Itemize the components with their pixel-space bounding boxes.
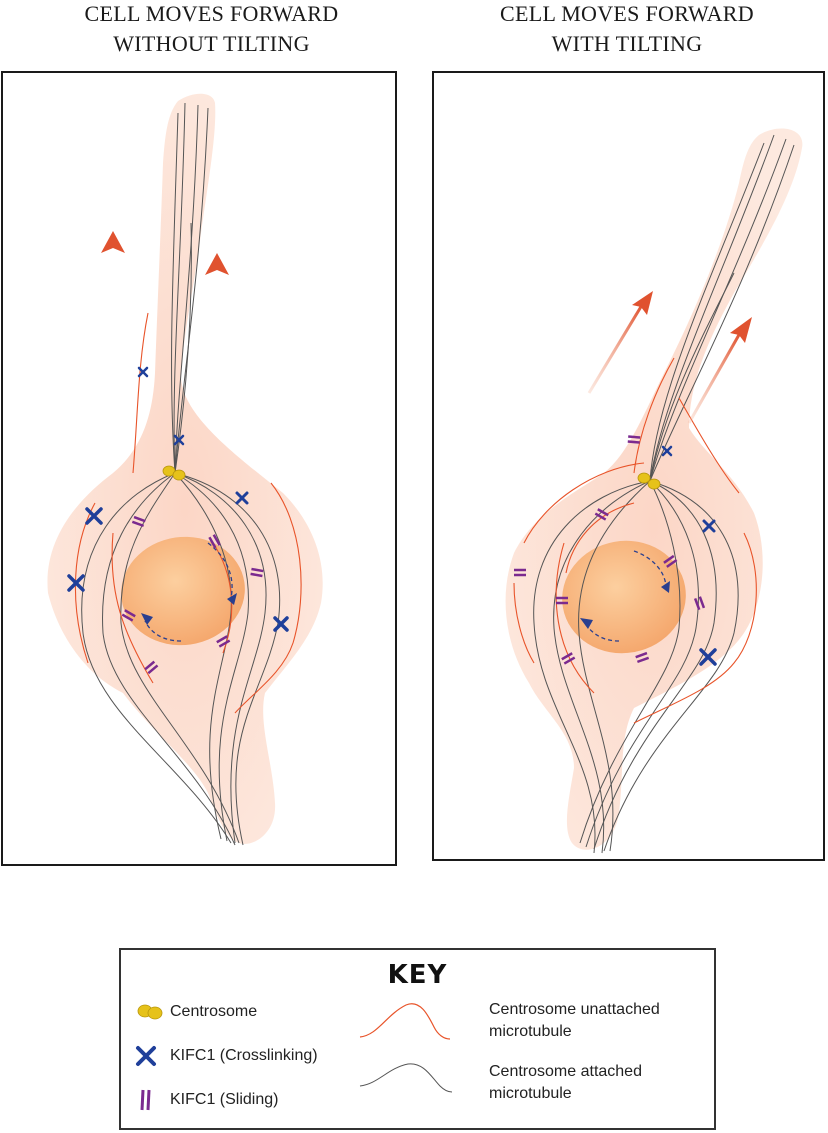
motion-arrows bbox=[101, 231, 229, 373]
panel-with-tilting bbox=[432, 71, 825, 861]
key-attached-line2: microtubule bbox=[489, 1085, 572, 1102]
arrow-up-right-icon bbox=[730, 317, 752, 343]
crosslinkers bbox=[661, 445, 717, 666]
panel-without-tilting bbox=[1, 71, 397, 866]
arrow-up-icon bbox=[101, 231, 125, 253]
unattached-microtubules bbox=[513, 357, 757, 724]
rotation-arrows bbox=[585, 550, 667, 642]
key-attached-line1: Centrosome attached bbox=[489, 1063, 642, 1080]
title-right-line2: WITH TILTING bbox=[551, 31, 703, 56]
centrosome-icon bbox=[162, 465, 186, 481]
title-left-line1: CELL MOVES FORWARD bbox=[84, 1, 339, 26]
sliding-motors bbox=[121, 515, 264, 675]
centrosome-icon bbox=[637, 472, 661, 490]
key-crosslinking-label: KIFC1 (Crosslinking) bbox=[170, 1047, 318, 1064]
rotation-arrowhead-icon bbox=[661, 581, 670, 593]
sliding-motors bbox=[514, 435, 706, 665]
key-unattached-label: Centrosome unattached microtubule bbox=[489, 999, 660, 1043]
key-attached-label: Centrosome attached microtubule bbox=[489, 1061, 642, 1105]
arrow-up-right-icon bbox=[632, 291, 653, 315]
cell-diagram-left bbox=[47, 93, 323, 846]
title-right-line1: CELL MOVES FORWARD bbox=[500, 1, 754, 26]
orange-curve-icon bbox=[359, 1003, 451, 1040]
rotation-arrows bbox=[144, 542, 233, 642]
centrosome-icon bbox=[137, 1004, 163, 1020]
title-left-line2: WITHOUT TILTING bbox=[113, 31, 310, 56]
blue-x-icon bbox=[136, 1046, 156, 1066]
gray-curve-icon bbox=[359, 1063, 453, 1093]
key-unattached-line2: microtubule bbox=[489, 1023, 572, 1040]
title-with-tilting: CELL MOVES FORWARD WITH TILTING bbox=[426, 0, 828, 59]
arrow-up-icon bbox=[205, 253, 229, 275]
crosslinkers bbox=[67, 366, 289, 632]
title-without-tilting: CELL MOVES FORWARD WITHOUT TILTING bbox=[0, 0, 423, 59]
rotation-arrowhead-icon bbox=[580, 618, 593, 629]
motion-arrows bbox=[587, 291, 752, 424]
purple-double-bar-icon bbox=[140, 1089, 151, 1111]
attached-microtubules bbox=[533, 134, 795, 854]
cell-body bbox=[47, 93, 323, 844]
key-unattached-line1: Centrosome unattached bbox=[489, 1001, 660, 1018]
cell-diagram-right bbox=[505, 128, 803, 854]
key-sliding-label: KIFC1 (Sliding) bbox=[170, 1091, 279, 1108]
key-heading: KEY bbox=[387, 960, 448, 990]
rotation-arrowhead-icon bbox=[141, 613, 153, 625]
key-legend bbox=[119, 948, 716, 1130]
key-centrosome-label: Centrosome bbox=[170, 1003, 258, 1020]
nucleus bbox=[562, 540, 686, 654]
rotation-arrowhead-icon bbox=[227, 593, 237, 605]
